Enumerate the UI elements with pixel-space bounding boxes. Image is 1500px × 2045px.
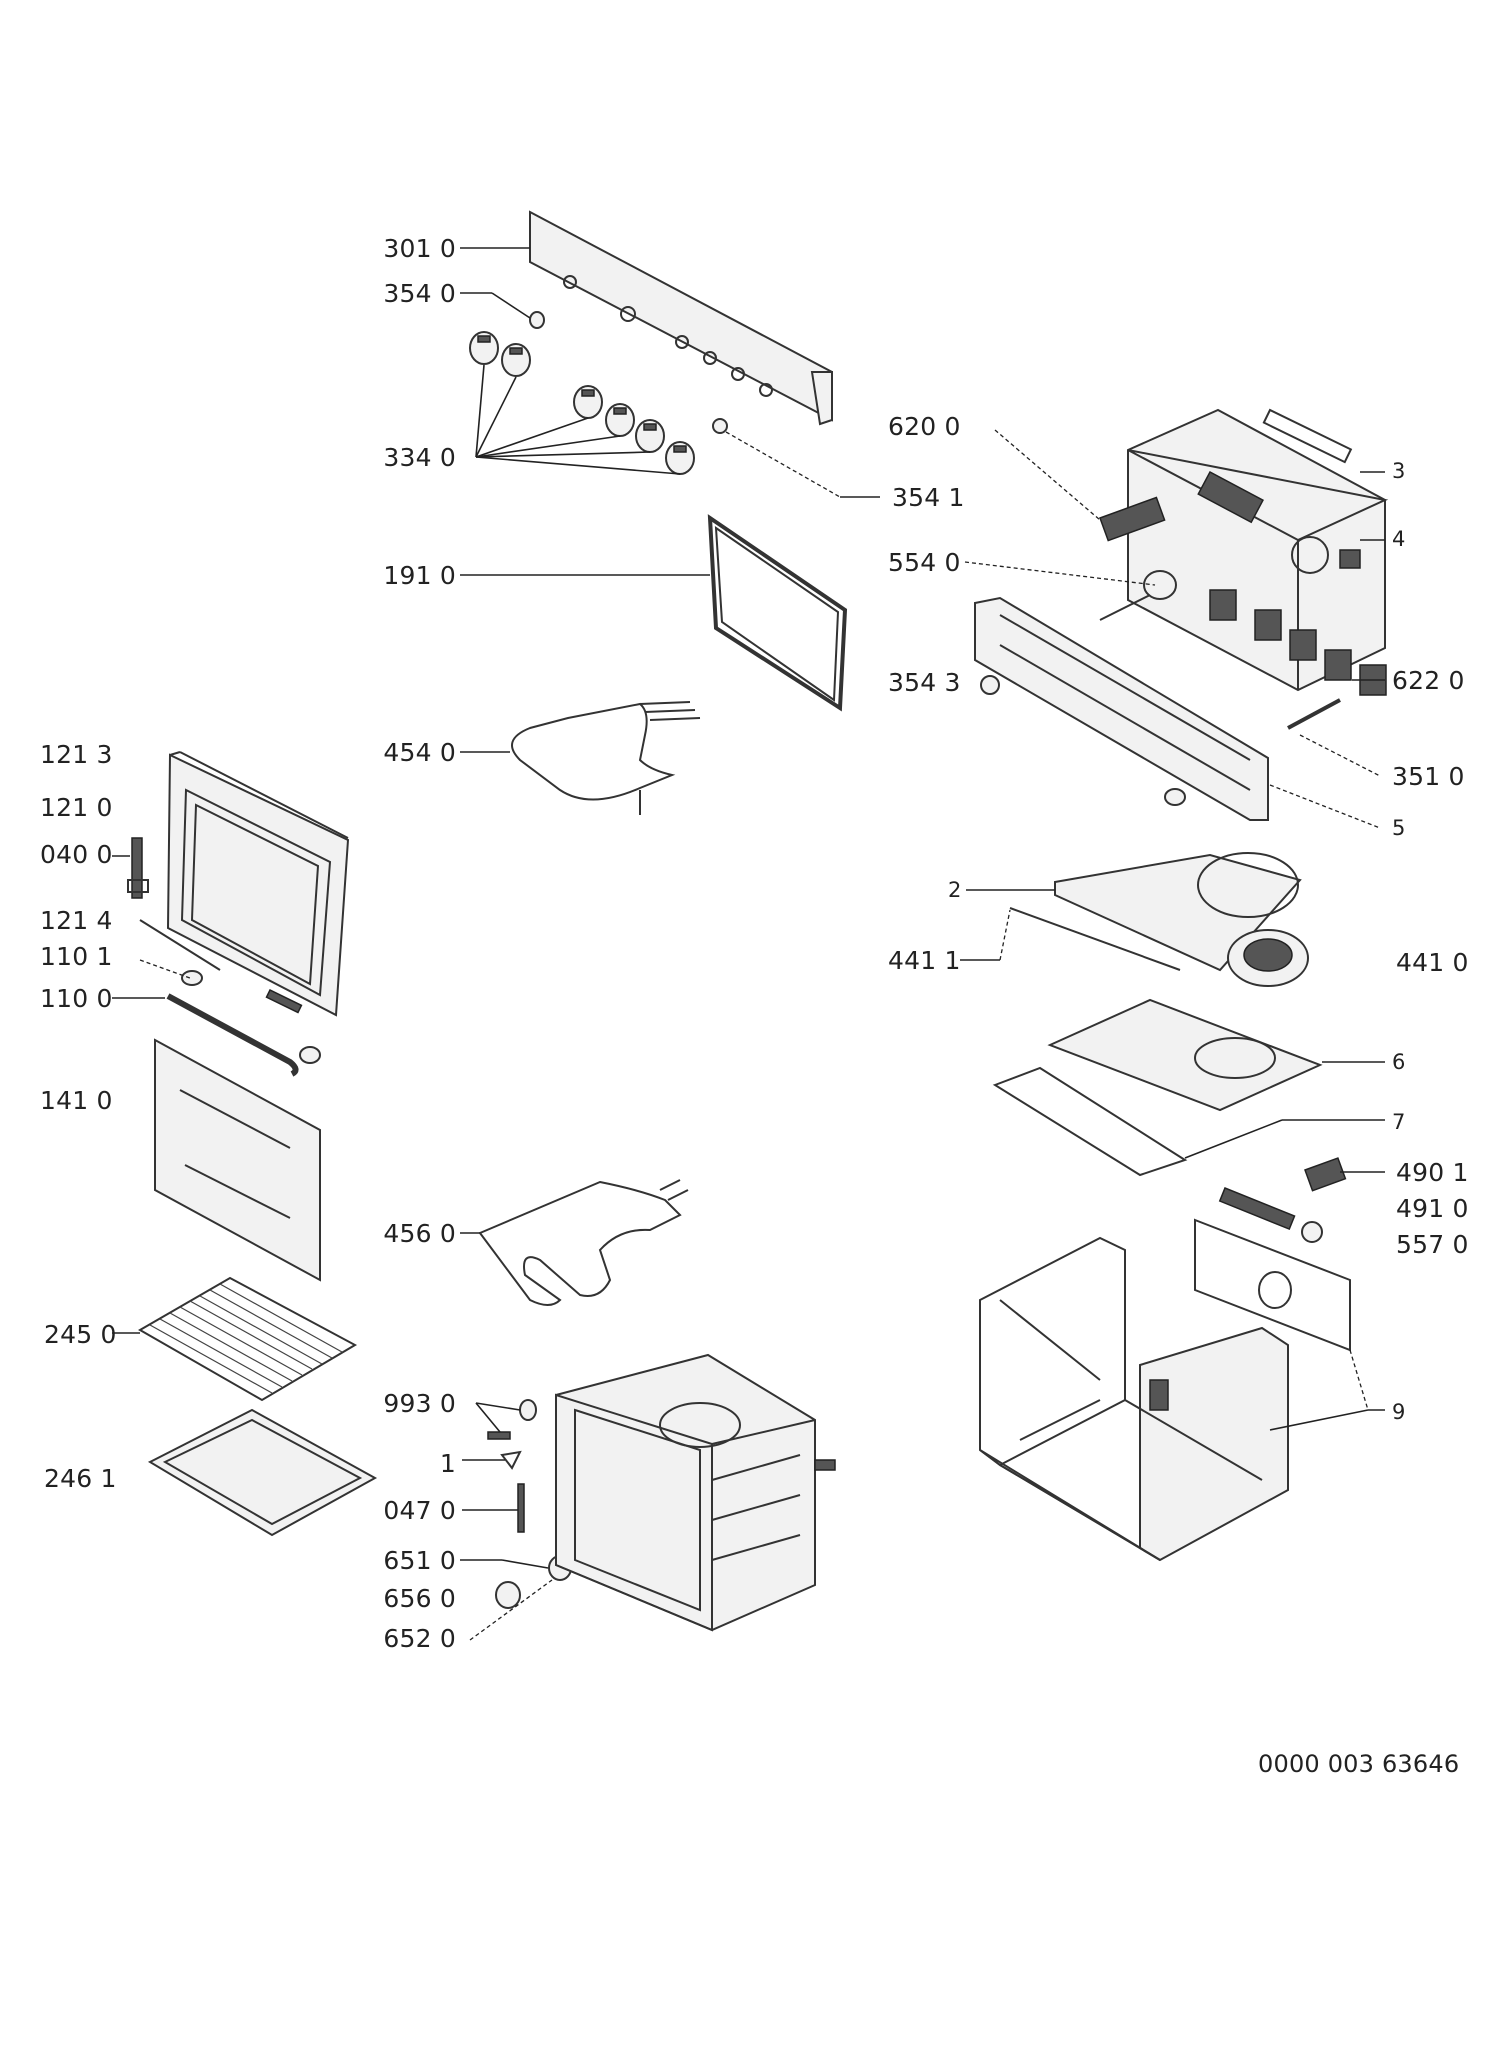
inner-glass-panel [154, 1038, 321, 1282]
callout-7: 7 [1392, 1110, 1406, 1134]
bottom-heating-element [478, 1179, 689, 1306]
callout-351-0: 351 0 [1392, 762, 1465, 791]
callout-456-0: 456 0 [383, 1219, 456, 1248]
indicator-lens-2 [712, 418, 728, 434]
callout-191-0: 191 0 [383, 561, 456, 590]
control-panel-fascia [529, 210, 833, 426]
callout-121-4: 121 4 [40, 906, 113, 935]
callout-246-1: 246 1 [44, 1464, 117, 1493]
callout-620-0: 620 0 [888, 412, 961, 441]
thermostat [1099, 570, 1177, 621]
callout-245-0: 245 0 [44, 1320, 117, 1349]
callout-1: 1 [439, 1449, 456, 1478]
callout-652-0: 652 0 [383, 1624, 456, 1653]
wire-rack [137, 1276, 358, 1402]
callout-121-0: 121 0 [40, 793, 113, 822]
door-strip [139, 919, 221, 971]
oven-door-assembly [166, 751, 350, 1017]
callout-354-1: 354 1 [892, 483, 965, 512]
convection-fan [1227, 929, 1309, 987]
callout-557-0: 557 0 [1396, 1230, 1469, 1259]
callout-554-0: 554 0 [888, 548, 961, 577]
oven-cavity [555, 1353, 836, 1632]
callout-9: 9 [1392, 1400, 1406, 1424]
callout-110-1: 110 1 [40, 942, 113, 971]
callout-334-0: 334 0 [383, 443, 456, 472]
oven-cabinet [979, 1218, 1351, 1562]
front-frame [974, 596, 1269, 821]
door-gasket [707, 514, 848, 712]
callout-110-0: 110 0 [40, 984, 113, 1013]
handle-endcap [181, 970, 203, 986]
switch-bank [1209, 589, 1387, 696]
leader-lines [112, 247, 1385, 1641]
spindle [1287, 698, 1341, 730]
selector-switch [1099, 496, 1166, 542]
callout-5: 5 [1392, 816, 1406, 840]
top-heating-element [511, 701, 701, 815]
callout-490-1: 490 1 [1396, 1158, 1469, 1187]
callout-301-0: 301 0 [383, 234, 456, 263]
callout-441-1: 441 1 [888, 946, 961, 975]
document-id: 0000 003 63646 [1258, 1750, 1460, 1778]
callout-040-0: 040 0 [40, 840, 113, 869]
callout-354-3: 354 3 [888, 668, 961, 697]
callout-651-0: 651 0 [383, 1546, 456, 1575]
indicator-lens [529, 311, 545, 329]
bottom-strip [992, 1066, 1188, 1177]
callout-622-0: 622 0 [1392, 666, 1465, 695]
terminal-block [1218, 1157, 1347, 1243]
door-handle [166, 993, 321, 1077]
callout-4: 4 [1392, 527, 1406, 551]
callout-454-0: 454 0 [383, 738, 456, 767]
callout-354-0: 354 0 [383, 279, 456, 308]
callout-656-0: 656 0 [383, 1584, 456, 1613]
callout-441-0: 441 0 [1396, 948, 1469, 977]
callout-2: 2 [948, 878, 962, 902]
baking-tray [147, 1408, 378, 1537]
callout-6: 6 [1392, 1050, 1406, 1074]
door-hinge [127, 837, 149, 899]
callout-3: 3 [1392, 459, 1406, 483]
callout-047-0: 047 0 [383, 1496, 456, 1525]
baffle-plate [1047, 998, 1323, 1112]
indicator-lens-3 [980, 675, 1000, 695]
callout-121-3: 121 3 [40, 740, 113, 769]
control-housing [1127, 408, 1389, 692]
callout-491-0: 491 0 [1396, 1194, 1469, 1223]
callout-993-0: 993 0 [383, 1389, 456, 1418]
callout-141-0: 141 0 [40, 1086, 113, 1115]
